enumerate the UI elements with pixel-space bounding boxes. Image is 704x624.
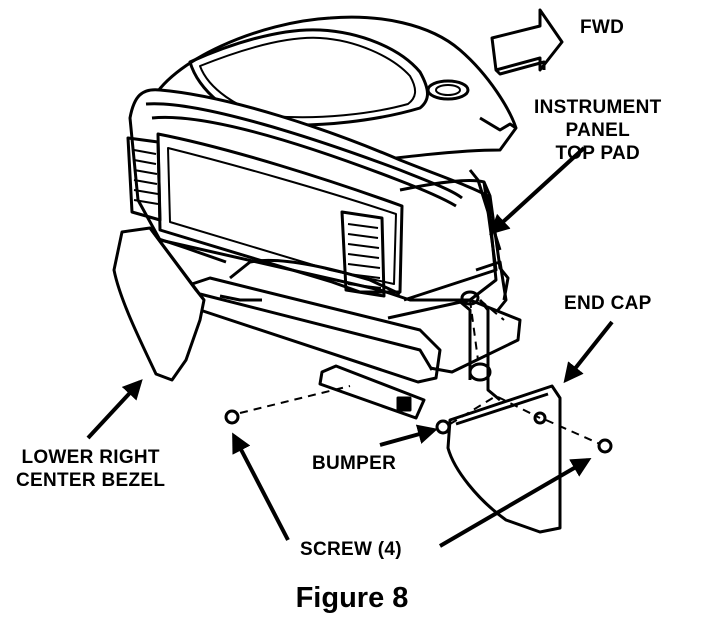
label-lower-right-center-bezel: LOWER RIGHT CENTER BEZEL <box>16 446 165 492</box>
label-end-cap: END CAP <box>564 293 652 314</box>
screw-icon <box>224 409 613 454</box>
label-line: INSTRUMENT <box>534 97 662 118</box>
label-line: LOWER RIGHT <box>21 447 160 468</box>
figure-caption: Figure 8 <box>295 582 409 614</box>
label-screw: SCREW (4) <box>300 539 402 560</box>
lower-mounting-bracket <box>149 234 522 402</box>
bumper <box>318 364 426 420</box>
label-line: TOP PAD <box>555 143 641 164</box>
label-bumper: BUMPER <box>312 453 397 474</box>
label-fwd: FWD <box>580 17 625 38</box>
fwd-arrow-icon <box>490 8 564 76</box>
label-line: CENTER BEZEL <box>16 470 166 491</box>
label-instrument-panel-top-pad: INSTRUMENT PANEL TOP PAD <box>534 96 662 165</box>
callout-arrows <box>86 146 614 548</box>
instrument-cluster-bezel <box>126 88 510 302</box>
label-line: PANEL <box>565 120 631 141</box>
lower-right-center-bezel <box>112 226 206 382</box>
assembly-lines <box>239 299 601 445</box>
